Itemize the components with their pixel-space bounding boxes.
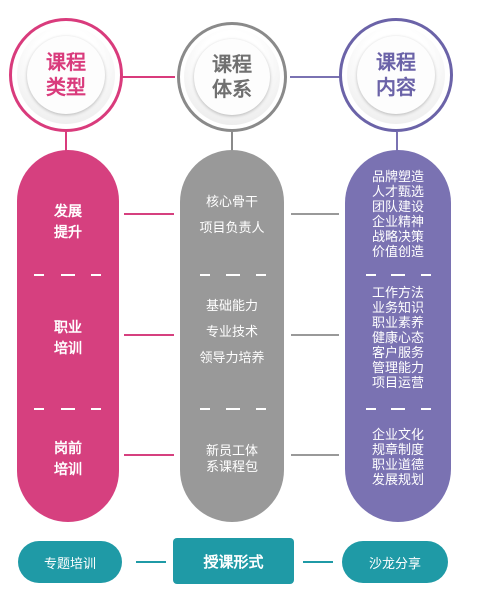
divider: [200, 274, 210, 276]
divider: [226, 408, 240, 410]
stem-left: [65, 132, 67, 154]
content-row-3: 企业文化 规章制度 职业道德 发展规划: [371, 428, 424, 488]
stem-center: [231, 132, 233, 154]
divider: [391, 408, 405, 410]
divider: [366, 274, 376, 276]
content-row-2: 工作方法 业务知识 职业素养 健康心态 客户服务 管理能力 项目运营: [371, 286, 424, 391]
header-course-system-label: 课程 体系: [194, 39, 270, 115]
connector-row2-right: [291, 334, 339, 336]
divider: [226, 274, 240, 276]
header-course-content-label: 课程 内容: [357, 36, 435, 114]
system-row-1: 核心骨干 项目负责人: [199, 195, 265, 236]
bottom-salon-sharing: 沙龙分享: [342, 541, 448, 583]
row-pre-job: 岗前 培训: [54, 441, 82, 478]
divider: [256, 408, 266, 410]
connector-row3-left: [124, 454, 174, 456]
bottom-salon-sharing-label: 沙龙分享: [368, 556, 421, 572]
row-vocational: 职业 培训: [54, 320, 82, 357]
divider: [200, 408, 210, 410]
divider: [256, 274, 266, 276]
divider: [391, 274, 405, 276]
bottom-teaching-format: 授课形式: [173, 538, 294, 584]
divider: [91, 408, 101, 410]
bottom-connector-left: [136, 561, 166, 563]
bottom-teaching-format-label: 授课形式: [203, 552, 264, 571]
bottom-topic-training: 专题培训: [18, 541, 122, 583]
connector-row3-right: [291, 454, 339, 456]
course-type-column: 发展 提升 职业 培训 岗前 培训: [17, 150, 119, 522]
divider: [366, 408, 376, 410]
divider: [421, 274, 431, 276]
header-course-type-label: 课程 类型: [27, 36, 105, 114]
system-row-3: 新员工体 系课程包: [205, 444, 258, 475]
divider: [421, 408, 431, 410]
divider: [61, 408, 75, 410]
header-connector-right: [290, 76, 346, 78]
row-development: 发展 提升: [54, 204, 82, 241]
course-system-column: 核心骨干 项目负责人 基础能力 专业技术 领导力培养 新员工体 系课程包: [180, 150, 284, 522]
divider: [34, 408, 44, 410]
bottom-topic-training-label: 专题培训: [43, 556, 96, 572]
connector-row1-left: [124, 213, 174, 215]
header-connector-left: [105, 76, 175, 78]
divider: [61, 274, 75, 276]
system-row-2: 基础能力 专业技术 领导力培养: [199, 299, 265, 366]
content-row-1: 品牌塑造 人才甄选 团队建设 企业精神 战略决策 价值创造: [371, 170, 424, 260]
connector-row2-left: [124, 334, 174, 336]
bottom-connector-right: [303, 561, 333, 563]
connector-row1-right: [291, 213, 339, 215]
stem-right: [396, 132, 398, 154]
course-content-column: 品牌塑造 人才甄选 团队建设 企业精神 战略决策 价值创造 工作方法 业务知识 …: [345, 150, 451, 522]
divider: [91, 274, 101, 276]
divider: [34, 274, 44, 276]
